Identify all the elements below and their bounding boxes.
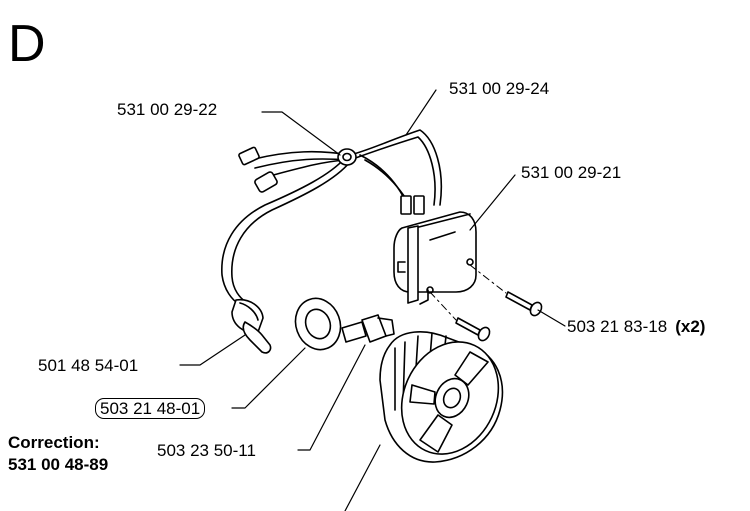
wire-connectors (238, 146, 425, 215)
part-label-wire-grommet: 531 00 29-22 (117, 100, 218, 119)
flywheel (379, 331, 504, 463)
assembly-lines (429, 264, 507, 321)
correction-heading: Correction: (8, 433, 100, 452)
part-label-spark-plug: 503 23 50-11 (157, 441, 256, 460)
part-number: 503 21 83-18 (567, 317, 668, 336)
part-label-washer: 503 21 48-01 (95, 398, 206, 419)
correction-note: Correction: 531 00 48-89 (8, 432, 108, 476)
spark-plug (341, 314, 395, 343)
part-quantity: (x2) (675, 317, 706, 336)
coil-screws (455, 291, 543, 342)
leader-lines (179, 89, 566, 511)
spark-plug-boot (231, 298, 272, 354)
correction-number: 531 00 48-89 (8, 455, 109, 474)
part-label-ignition-module: 531 00 29-21 (521, 163, 622, 182)
section-letter: D (8, 15, 46, 73)
ignition-module (393, 211, 477, 305)
part-label-wire-harness: 531 00 29-24 (449, 79, 550, 98)
part-label-spark-plug-boot: 501 48 54-01 (38, 356, 139, 375)
washer (294, 297, 342, 351)
wire-grommet (337, 148, 357, 166)
part-label-coil-screw: 503 21 83-18 (x2) (567, 318, 705, 335)
